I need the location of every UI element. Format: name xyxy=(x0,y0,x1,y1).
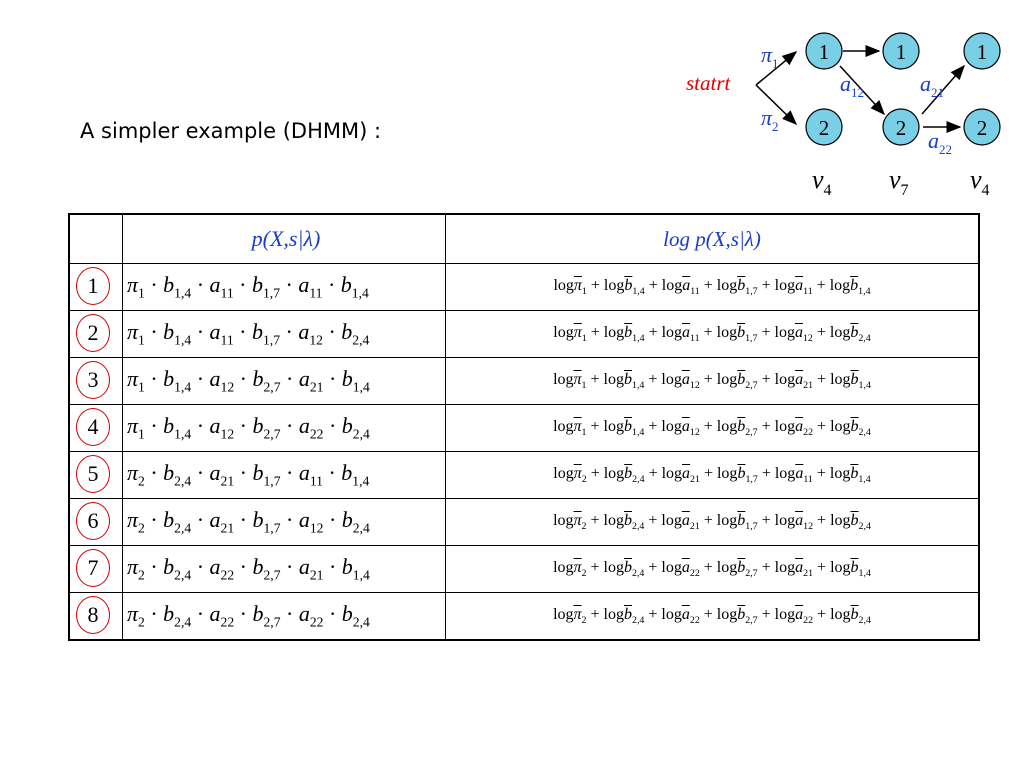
a12-label: a12 xyxy=(840,71,864,100)
transition-2-1-arrow xyxy=(921,64,965,115)
transition-1-2-arrow xyxy=(839,65,886,116)
state-node-t2-s1: 1 xyxy=(882,32,920,70)
row-number-cell: 5 xyxy=(68,451,123,499)
observation-t3: v4 xyxy=(970,165,990,199)
path-probability-table: p(X,s|λ) log p(X,s|λ) 1 π1 · b1,4 · a11 ·… xyxy=(68,213,980,641)
row-number-cell: 8 xyxy=(68,592,123,641)
svg-text:1: 1 xyxy=(819,40,830,64)
row-number-circle: 2 xyxy=(76,314,110,352)
row-number-circle: 6 xyxy=(76,502,110,540)
log-probability-cell: logπ2 + logb2,4 + loga22 + logb2,7 + log… xyxy=(445,592,980,641)
start-to-state1-arrow xyxy=(755,51,798,86)
row-number-cell: 2 xyxy=(68,310,123,358)
state-node-t3-s2: 2 xyxy=(963,108,1001,146)
header-empty-cell xyxy=(68,213,123,264)
log-probability-cell: logπ2 + logb2,4 + loga21 + logb1,7 + log… xyxy=(445,451,980,499)
observation-t2: v7 xyxy=(889,165,909,199)
joint-probability-cell: π2 · b2,4 · a22 · b2,7 · a22 · b2,4 xyxy=(122,592,446,641)
slide-subtitle: A simpler example (DHMM) : xyxy=(80,119,382,143)
log-probability-cell: logπ1 + logb1,4 + loga12 + logb2,7 + log… xyxy=(445,404,980,452)
header-log-probability: log p(X,s|λ) xyxy=(445,213,980,264)
state-node-t2-s2: 2 xyxy=(882,108,920,146)
svg-text:1: 1 xyxy=(896,40,907,64)
row-number-circle: 5 xyxy=(76,455,110,493)
row-number-cell: 3 xyxy=(68,357,123,405)
start-label: statrt xyxy=(686,71,732,95)
state-node-t3-s1: 1 xyxy=(963,32,1001,70)
table-header-row: p(X,s|λ) log p(X,s|λ) xyxy=(68,213,980,264)
a21-label: a21 xyxy=(920,71,944,100)
svg-text:2: 2 xyxy=(977,116,988,140)
svg-text:2: 2 xyxy=(896,116,907,140)
pi1-label: π1 xyxy=(761,42,779,71)
state-node-t1-s1: 1 xyxy=(805,32,843,70)
observation-t1: v4 xyxy=(812,165,832,199)
row-number-cell: 6 xyxy=(68,498,123,546)
a22-label: a22 xyxy=(928,128,952,157)
row-number-circle: 4 xyxy=(76,408,110,446)
svg-text:2: 2 xyxy=(819,116,830,140)
log-probability-cell: logπ2 + logb2,4 + loga21 + logb1,7 + log… xyxy=(445,498,980,546)
row-number-cell: 1 xyxy=(68,263,123,311)
joint-probability-cell: π2 · b2,4 · a22 · b2,7 · a21 · b1,4 xyxy=(122,545,446,593)
row-number-circle: 7 xyxy=(76,549,110,587)
state-node-t1-s2: 2 xyxy=(805,108,843,146)
row-number-circle: 8 xyxy=(76,596,110,634)
row-number-circle: 1 xyxy=(76,267,110,305)
log-probability-cell: logπ2 + logb2,4 + loga22 + logb2,7 + log… xyxy=(445,545,980,593)
trellis-diagram: statrt π1 π2 a12 a21 a22 1 2 1 2 1 2 v4 … xyxy=(686,32,1001,199)
log-probability-cell: logπ1 + logb1,4 + loga12 + logb2,7 + log… xyxy=(445,357,980,405)
joint-probability-cell: π2 · b2,4 · a21 · b1,7 · a12 · b2,4 xyxy=(122,498,446,546)
start-to-state2-arrow xyxy=(755,84,798,126)
row-number-cell: 7 xyxy=(68,545,123,593)
log-probability-cell: logπ1 + logb1,4 + loga11 + logb1,7 + log… xyxy=(445,263,980,311)
joint-probability-cell: π1 · b1,4 · a12 · b2,7 · a22 · b2,4 xyxy=(122,404,446,452)
log-probability-cell: logπ1 + logb1,4 + loga11 + logb1,7 + log… xyxy=(445,310,980,358)
joint-probability-cell: π1 · b1,4 · a11 · b1,7 · a11 · b1,4 xyxy=(122,263,446,311)
joint-probability-cell: π1 · b1,4 · a12 · b2,7 · a21 · b1,4 xyxy=(122,357,446,405)
row-number-circle: 3 xyxy=(76,361,110,399)
pi2-label: π2 xyxy=(761,105,779,134)
joint-probability-cell: π2 · b2,4 · a21 · b1,7 · a11 · b1,4 xyxy=(122,451,446,499)
svg-text:1: 1 xyxy=(977,40,988,64)
joint-probability-cell: π1 · b1,4 · a11 · b1,7 · a12 · b2,4 xyxy=(122,310,446,358)
row-number-cell: 4 xyxy=(68,404,123,452)
header-joint-probability: p(X,s|λ) xyxy=(122,213,446,264)
